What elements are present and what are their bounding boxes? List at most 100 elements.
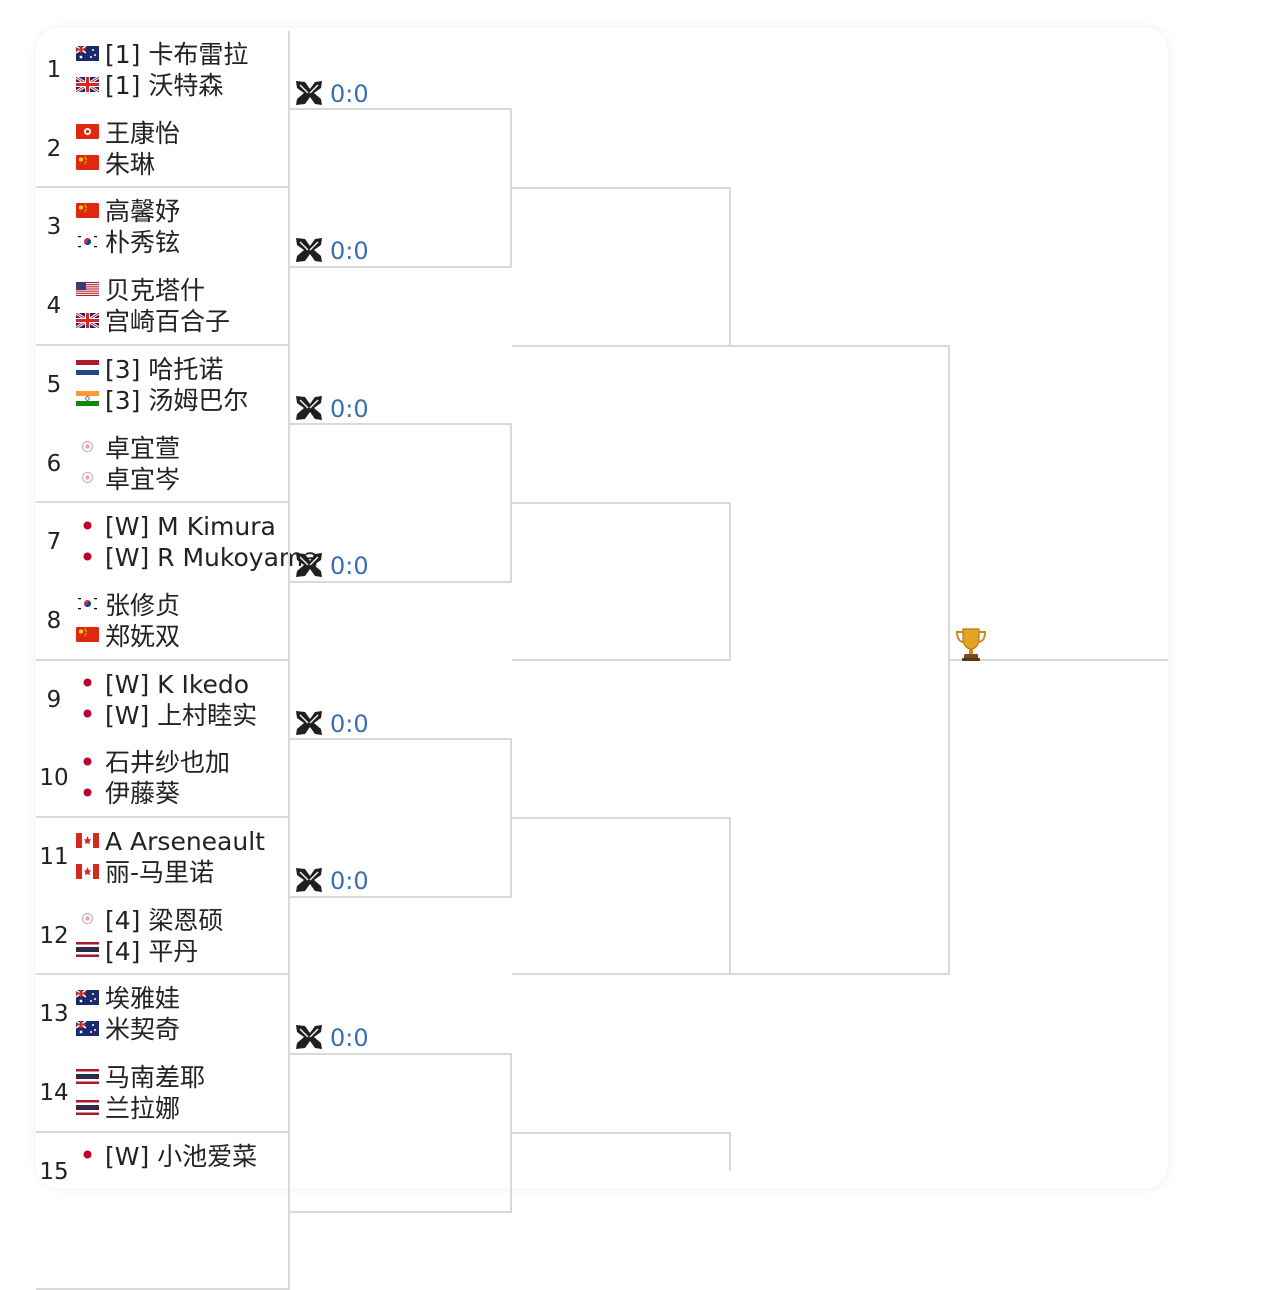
netherlands-flag-icon [76,360,99,376]
player-name[interactable]: A Arseneault [76,826,265,856]
player-name[interactable]: 王康怡 [76,118,180,148]
crossed-swords-icon [296,553,322,578]
match-score[interactable]: 0:0 [294,710,369,738]
player-name-text: 朱琳 [105,149,156,179]
player-name-text: 卓宜萱 [105,433,181,463]
player-name[interactable]: 兰拉娜 [76,1093,180,1123]
draw-position-number: 2 [46,135,62,162]
draw-card [36,28,1168,1188]
draw-position-number: 3 [46,214,62,241]
draw-position-number: 6 [46,450,62,477]
player-name[interactable]: 卓宜岑 [76,464,180,494]
thailand-flag-icon [76,1099,99,1115]
player-name[interactable]: [4] 平丹 [76,936,198,966]
player-name-text: [1] 沃特森 [105,71,224,100]
player-name[interactable]: 石井纱也加 [76,747,230,777]
player-name[interactable]: 埃雅娃 [76,983,180,1013]
player-name[interactable]: [W] M Kimura [76,511,276,541]
match-score[interactable]: 0:0 [294,1024,369,1052]
player-name-text: 卓宜岑 [105,464,181,494]
player-name-text: 埃雅娃 [105,984,181,1014]
player-name[interactable]: [1] 沃特森 [76,70,223,100]
player-name[interactable]: [3] 汤姆巴尔 [76,385,248,415]
player-name-text: [1] 卡布雷拉 [105,40,249,69]
match-score[interactable]: 0:0 [294,552,369,580]
player-name-text: [W] M Kimura [105,512,276,542]
player-name[interactable]: [W] 小池爱菜 [76,1141,257,1171]
player-name-text: [3] 哈托诺 [105,354,224,384]
bracket-line [290,581,511,583]
player-name[interactable]: 丽-马里诺 [76,857,214,887]
bracket-line [290,108,511,110]
player-name[interactable]: 郑妩双 [76,621,180,651]
score-text: 0:0 [330,867,369,895]
player-name[interactable]: [1] 卡布雷拉 [76,39,248,69]
match-score[interactable]: 0:0 [294,867,369,895]
bracket-line [288,975,290,1133]
draw-position-number: 12 [39,922,69,949]
bracket-line [729,817,731,975]
bracket-line [512,817,731,819]
china-flag-icon [76,627,99,643]
player-name[interactable]: 高馨妤 [76,196,180,226]
canada-flag-icon [76,832,99,848]
crossed-swords-icon [296,395,322,420]
player-name-text: 贝克塔什 [105,276,206,306]
player-name[interactable]: [4] 梁恩硕 [76,905,223,935]
draw-entry: 12 [4] 梁恩硕[4] 平丹 [36,897,290,975]
score-text: 0:0 [330,237,369,266]
uk-flag-icon [76,76,99,92]
player-name[interactable]: [W] K Ikedo [76,669,249,699]
bracket-line [288,660,290,818]
draw-entry: 1[1] 卡布雷拉[1] 沃特森 [36,31,290,109]
australia-flag-icon [76,45,99,61]
player-name[interactable]: [W] R Mukoyama [76,542,319,572]
thailand-flag-icon [76,1068,99,1084]
taipei-flag-icon [76,439,99,454]
player-name-text: 兰拉娜 [105,1094,181,1124]
japan-flag-icon [76,1147,99,1163]
hongkong-flag-icon [76,124,99,140]
india-flag-icon [76,391,99,407]
draw-entry: 5[3] 哈托诺[3] 汤姆巴尔 [36,346,290,424]
match-score[interactable]: 0:0 [294,80,369,108]
bracket-line [729,187,731,347]
score-text: 0:0 [330,709,369,738]
player-name[interactable]: [3] 哈托诺 [76,354,223,384]
player-name[interactable]: 马南差耶 [76,1062,205,1092]
score-text: 0:0 [330,80,369,108]
player-name[interactable]: 伊藤葵 [76,778,180,808]
draw-entry: 7[W] M Kimura[W] R Mukoyama [36,503,319,581]
player-name[interactable]: 卓宜萱 [76,433,180,463]
player-name[interactable]: 朱琳 [76,149,155,179]
bracket-line [36,816,290,818]
bracket-line [288,818,290,976]
japan-flag-icon [76,784,99,800]
match-score[interactable]: 0:0 [294,237,369,265]
draw-entry: 4 贝克塔什宫崎百合子 [36,267,290,345]
uk-flag-icon [76,312,99,328]
draw-position-number: 4 [46,293,62,320]
bracket-line [512,502,731,504]
player-name[interactable]: 贝克塔什 [76,275,205,305]
player-name[interactable]: 宫崎百合子 [76,306,230,336]
player-name[interactable]: 张修贞 [76,590,180,620]
score-text: 0:0 [330,552,369,581]
bracket-line [510,423,512,583]
player-name[interactable]: 朴秀铉 [76,227,180,257]
bracket-line [288,345,290,504]
china-flag-icon [76,155,99,171]
korea-flag-icon [76,596,99,612]
bracket-line [512,345,731,347]
player-name[interactable]: 米契奇 [76,1014,180,1044]
australia-flag-icon [76,989,99,1005]
bracket-line [950,659,1168,661]
player-name-text: 张修贞 [105,590,181,620]
draw-entry: 6 卓宜萱卓宜岑 [36,425,290,503]
player-name[interactable]: [W] 上村睦实 [76,700,257,730]
bracket-line [36,1130,290,1133]
match-score[interactable]: 0:0 [294,395,369,423]
